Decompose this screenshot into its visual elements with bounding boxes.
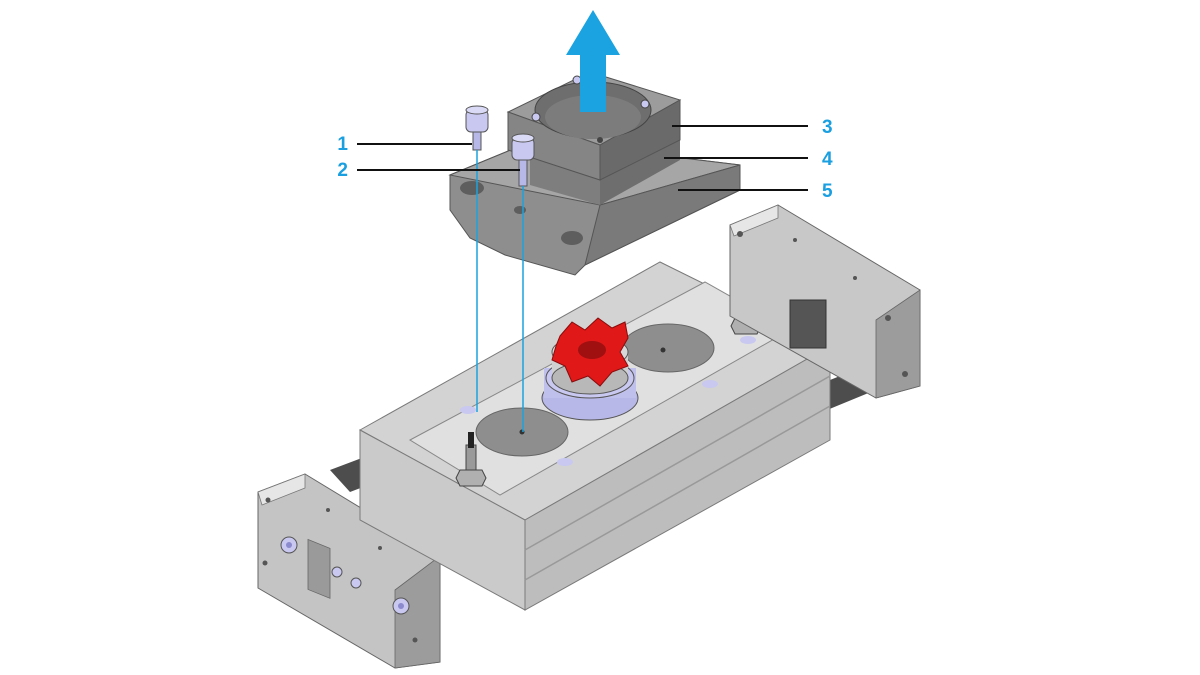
screw-2 [511,133,535,187]
drive-coupling [541,317,639,421]
linear-slide-unit [257,204,921,669]
left-end-plate [257,473,441,669]
callout-3: 3 [822,117,833,138]
screw-1 [465,105,489,151]
slide-body [358,261,832,611]
alignment-lines [476,150,524,432]
callout-leaders [357,125,808,191]
callout-5: 5 [822,181,833,202]
right-end-plate [729,204,921,399]
up-arrow-icon [566,10,620,112]
callout-1: 1 [337,134,348,155]
callout-4: 4 [822,149,833,170]
stopper-left [455,432,487,487]
callout-2: 2 [337,160,348,181]
